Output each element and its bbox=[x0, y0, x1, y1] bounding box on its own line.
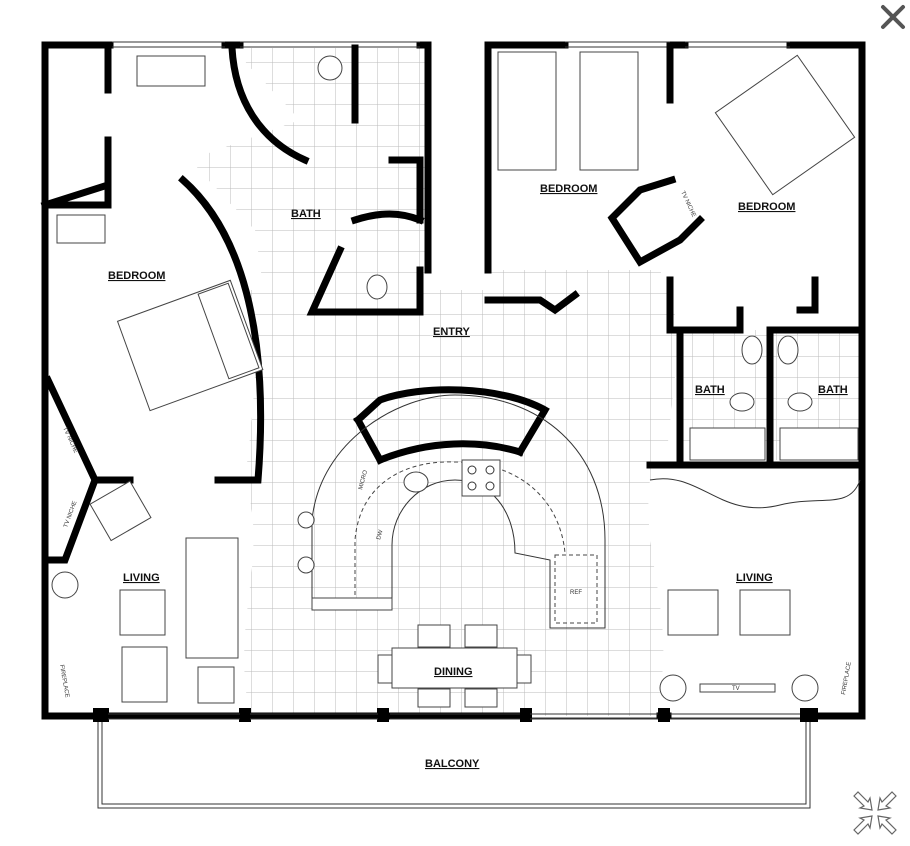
label-ref: REF bbox=[570, 590, 582, 596]
windows bbox=[108, 41, 800, 720]
kitchen-counter bbox=[297, 394, 606, 629]
label-bedroom-middle: BEDROOM bbox=[540, 183, 597, 195]
close-x-icon bbox=[881, 5, 905, 29]
label-entry: ENTRY bbox=[433, 326, 471, 338]
label-balcony: BALCONY bbox=[425, 758, 480, 770]
label-bedroom-left: BEDROOM bbox=[108, 270, 165, 282]
label-fireplace-left: FIREPLACE bbox=[58, 664, 70, 698]
interior-walls bbox=[40, 44, 864, 564]
label-bath-master: BATH bbox=[291, 208, 321, 220]
label-dining: DINING bbox=[434, 666, 473, 678]
label-living-right: LIVING bbox=[736, 572, 773, 584]
label-tv: TV bbox=[732, 686, 740, 692]
label-fireplace-right: FIREPLACE bbox=[841, 661, 853, 695]
furniture bbox=[51, 51, 861, 708]
label-tv-niche-3: TV NICHE bbox=[679, 190, 696, 218]
label-bedroom-right: BEDROOM bbox=[738, 201, 795, 213]
collapse-arrows-icon bbox=[853, 791, 897, 835]
label-living-left: LIVING bbox=[123, 572, 160, 584]
label-dw: DW bbox=[376, 529, 384, 541]
label-bath-right-a: BATH bbox=[695, 384, 725, 396]
close-button[interactable] bbox=[878, 2, 908, 32]
label-bath-right-b: BATH bbox=[818, 384, 848, 396]
room-labels: BEDROOM BATH BEDROOM BEDROOM ENTRY BATH … bbox=[58, 183, 853, 770]
collapse-button[interactable] bbox=[850, 788, 900, 838]
label-micro: MICRO bbox=[358, 469, 369, 490]
